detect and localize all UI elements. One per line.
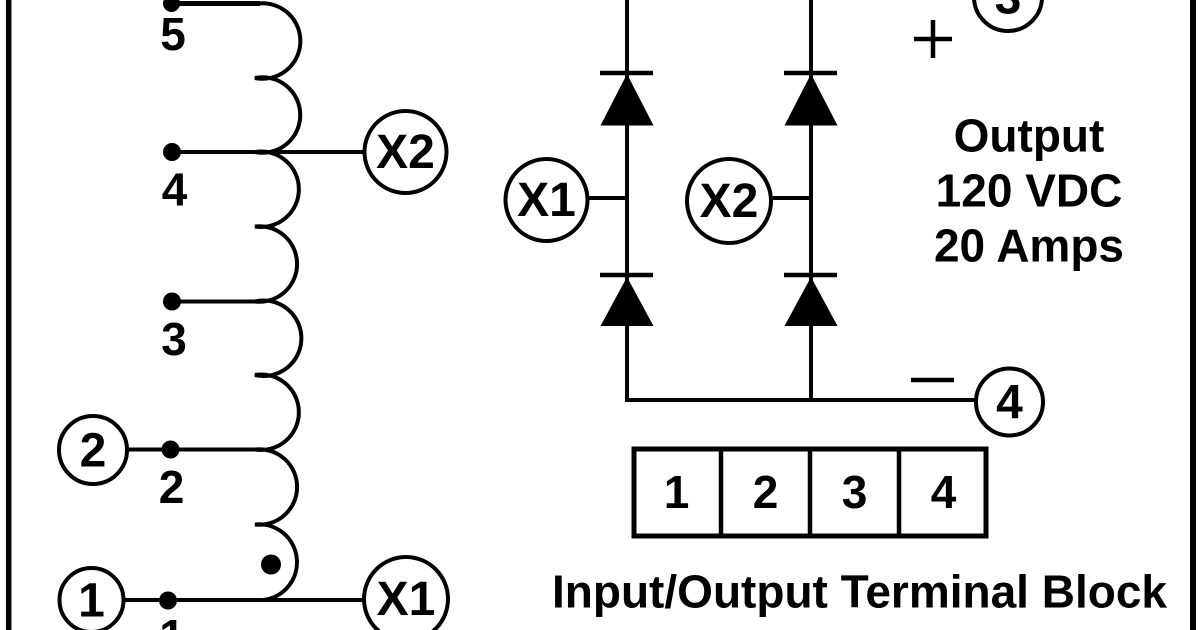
svg-text:1: 1 xyxy=(78,575,105,628)
svg-text:Output: Output xyxy=(954,110,1105,162)
svg-text:3: 3 xyxy=(161,313,187,365)
svg-text:120 VDC: 120 VDC xyxy=(936,165,1123,217)
svg-text:X1: X1 xyxy=(517,174,576,227)
svg-text:2: 2 xyxy=(159,461,185,513)
svg-text:1: 1 xyxy=(159,610,185,630)
svg-text:20 Amps: 20 Amps xyxy=(934,220,1124,272)
svg-text:5: 5 xyxy=(160,8,186,60)
svg-text:Input/Output Terminal Block: Input/Output Terminal Block xyxy=(552,566,1167,618)
svg-text:2: 2 xyxy=(80,425,107,478)
svg-text:4: 4 xyxy=(162,164,188,216)
svg-text:X2: X2 xyxy=(376,126,435,179)
svg-text:2: 2 xyxy=(753,466,779,518)
svg-text:4: 4 xyxy=(931,466,957,518)
svg-text:X2: X2 xyxy=(700,175,759,228)
svg-text:4: 4 xyxy=(996,377,1023,430)
svg-text:3: 3 xyxy=(995,0,1022,25)
svg-text:X1: X1 xyxy=(377,573,436,626)
svg-text:3: 3 xyxy=(842,466,868,518)
svg-text:1: 1 xyxy=(664,466,690,518)
